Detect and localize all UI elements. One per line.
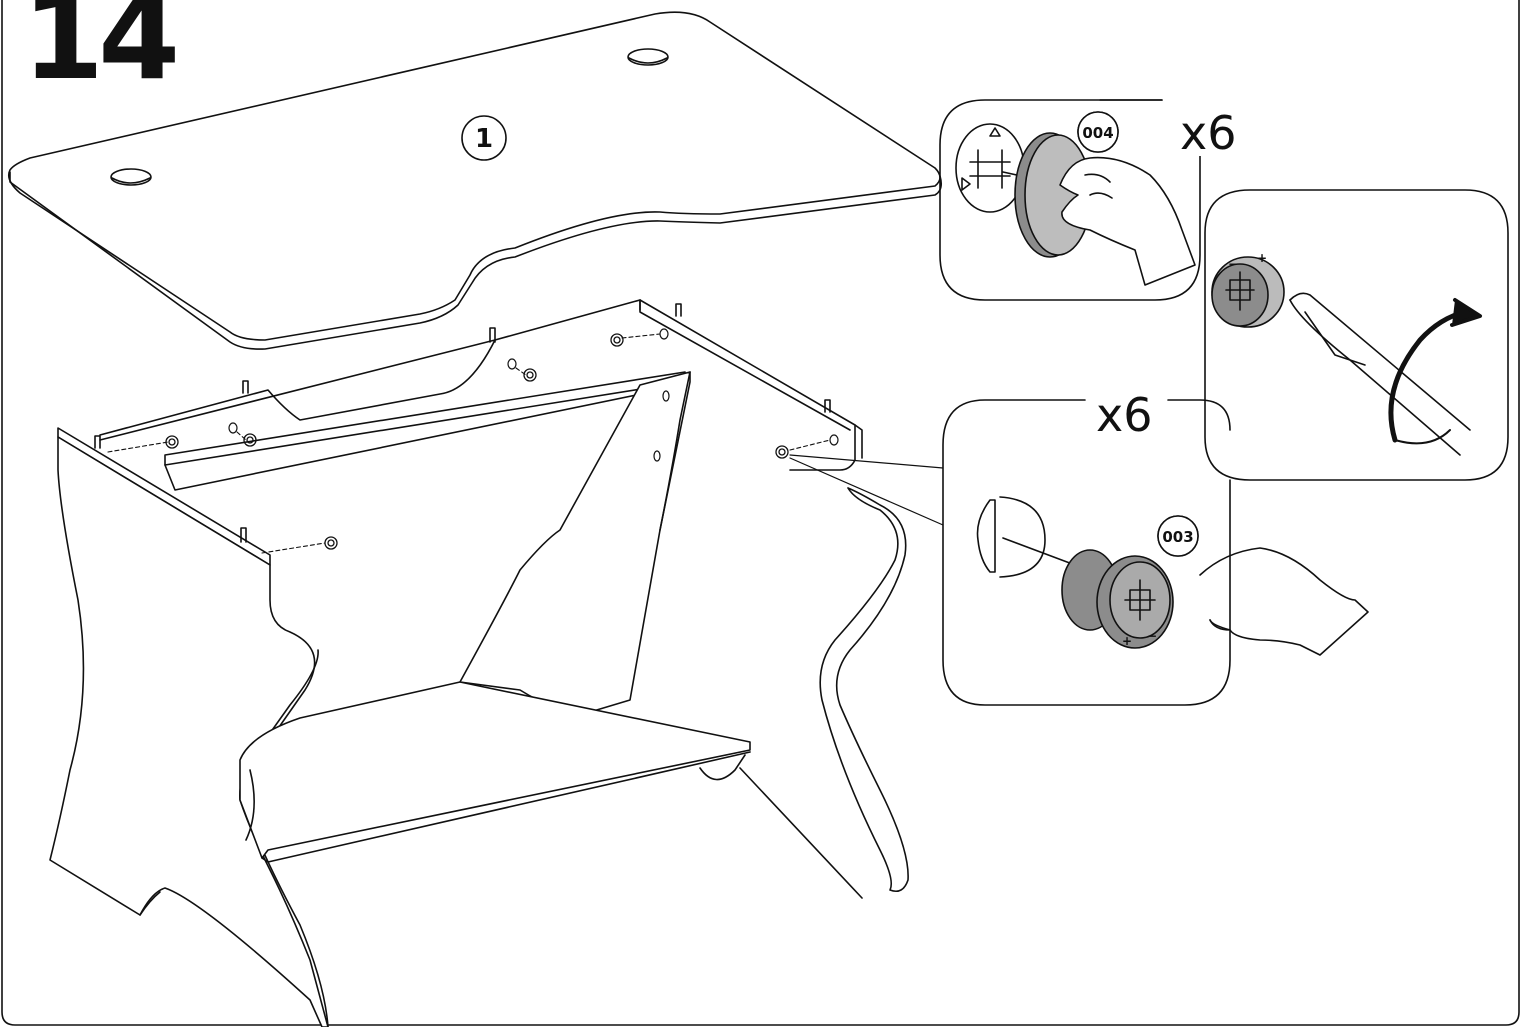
minus-mark-cam: − bbox=[1147, 629, 1157, 643]
dowels bbox=[94, 303, 831, 543]
part-label-004: 004 bbox=[1082, 124, 1113, 142]
detail-leader bbox=[789, 454, 944, 526]
minus-mark: − bbox=[1228, 257, 1238, 271]
grommet-hole-right bbox=[627, 48, 669, 66]
part-label-003: 003 bbox=[1162, 528, 1193, 546]
detail-tighten bbox=[1204, 189, 1509, 481]
rotation-arrow-icon bbox=[1388, 309, 1468, 443]
desk-frame bbox=[49, 299, 909, 1027]
cap-quantity: x6 bbox=[1176, 110, 1241, 156]
grommet-hole-left bbox=[110, 168, 152, 186]
detail-cap-insert bbox=[939, 99, 1201, 301]
cam-lock-quantity: x6 bbox=[1092, 392, 1157, 438]
plus-mark-cam: + bbox=[1122, 634, 1132, 648]
tabletop-callout: 1 bbox=[475, 124, 493, 154]
step-number: 14 bbox=[22, 0, 180, 106]
alignment-guides bbox=[107, 333, 831, 554]
plus-mark: + bbox=[1257, 251, 1267, 265]
